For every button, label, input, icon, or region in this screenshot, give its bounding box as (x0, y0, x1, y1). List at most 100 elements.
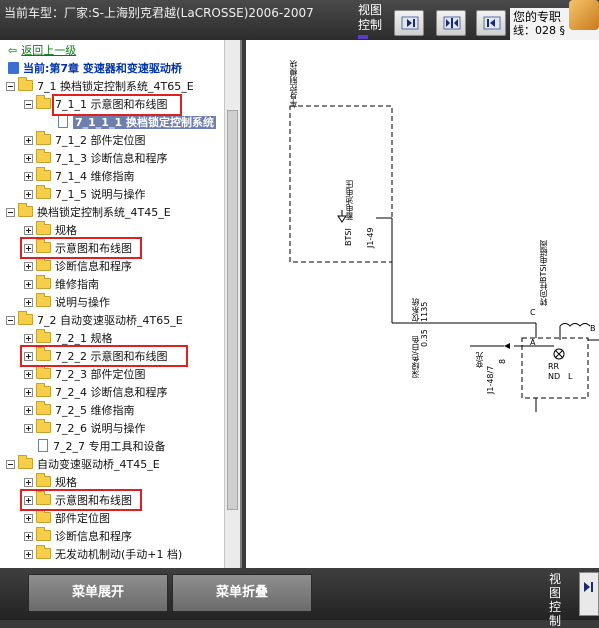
pin-j1-48-label: J1-48/7 (486, 365, 495, 394)
tree-item[interactable]: 自动变速驱动桥_4T45_E (6, 455, 160, 474)
menu-expand-button[interactable]: 菜单展开 (28, 574, 168, 612)
tree-item[interactable]: 7_2_1 规格 (24, 329, 113, 348)
tree-item[interactable]: 示意图和布线图 (24, 239, 132, 258)
tree-item-label: 7_2_6 说明与操作 (55, 422, 146, 435)
tree-item[interactable]: 规格 (24, 473, 77, 492)
expand-icon[interactable] (24, 496, 33, 505)
tree-item[interactable]: 7_2_7 专用工具和设备 (38, 438, 166, 456)
expand-icon[interactable] (24, 298, 33, 307)
pan-right-button[interactable] (394, 10, 424, 36)
collapse-icon[interactable] (6, 460, 15, 469)
expand-icon[interactable] (24, 514, 33, 523)
pin-8-label: 8 (498, 358, 507, 364)
expand-icon[interactable] (24, 550, 33, 559)
folder-icon (36, 293, 51, 307)
menu-collapse-button[interactable]: 菜单折叠 (172, 574, 312, 612)
tree-item-label: 7_1 换档锁定控制系统_4T65_E (37, 80, 194, 93)
collapse-icon[interactable] (24, 100, 33, 109)
expand-icon[interactable] (24, 334, 33, 343)
expand-icon[interactable] (24, 190, 33, 199)
arrow-right-bar-icon (584, 582, 593, 592)
tree-item[interactable]: 7_1_4 维修指南 (24, 167, 135, 186)
tree-item[interactable]: 7_1_1 示意图和布线图 (24, 95, 168, 114)
tree-item-label: 说明与操作 (55, 296, 110, 309)
tree-item[interactable]: 示意图和布线图 (24, 491, 132, 510)
tree-item[interactable]: 换档锁定控制系统_4T45_E (6, 203, 171, 222)
tree-item-label: 换档锁定控制系统_4T45_E (37, 206, 171, 219)
tree-item[interactable]: 维修指南 (24, 275, 99, 294)
tree-item-label: 7_2 自动变速驱动桥_4T65_E (37, 314, 183, 327)
collapse-icon[interactable] (6, 208, 15, 217)
expand-icon[interactable] (24, 532, 33, 541)
expand-icon[interactable] (24, 262, 33, 271)
rr-label: RR (548, 362, 560, 371)
expand-icon[interactable] (24, 406, 33, 415)
expand-icon[interactable] (24, 136, 33, 145)
user-line-1: 您的专职 (513, 10, 562, 24)
expand-icon[interactable] (24, 226, 33, 235)
nav-scrollbar-thumb[interactable] (227, 110, 238, 510)
module-label: 车身控制模块 (289, 60, 298, 108)
folder-icon (18, 311, 33, 325)
nav-scrollbar[interactable] (224, 40, 240, 568)
folder-icon (36, 509, 51, 523)
folder-icon (36, 401, 51, 415)
tree-item[interactable]: 7_1 换档锁定控制系统_4T65_E (6, 77, 194, 96)
view-control-label[interactable]: 视图控制 (358, 3, 386, 39)
tree-item[interactable]: 7_2_3 部件定位图 (24, 365, 146, 384)
tree-item[interactable]: 7_1_2 部件定位图 (24, 131, 146, 150)
tree-item-label: 自动变速驱动桥_4T45_E (37, 458, 160, 471)
expand-icon[interactable] (24, 424, 33, 433)
tree-item[interactable]: 部件定位图 (24, 509, 110, 528)
tree-item[interactable]: 诊断信息和程序 (24, 257, 132, 276)
expand-icon[interactable] (24, 244, 33, 253)
pin-j1-49-label: J1-49 (366, 227, 375, 248)
bottom-view-button[interactable] (579, 572, 599, 616)
tree-item[interactable]: 规格 (24, 221, 77, 240)
folder-icon (18, 455, 33, 469)
tree-item[interactable]: 7_2_5 维修指南 (24, 401, 135, 420)
tree-item[interactable]: 说明与操作 (24, 293, 110, 312)
folder-icon (36, 545, 51, 559)
tree-item-label: 示意图和布线图 (55, 242, 132, 255)
folder-icon (36, 329, 51, 343)
expand-icon[interactable] (24, 280, 33, 289)
tree-item[interactable]: 7_2_6 说明与操作 (24, 419, 146, 438)
back-arrow-icon: ⇦ (8, 44, 18, 57)
arrow-left-bar-icon (483, 16, 501, 30)
folder-icon (36, 239, 51, 253)
tree-item[interactable]: 7_1_3 诊断信息和程序 (24, 149, 168, 168)
expand-icon[interactable] (24, 352, 33, 361)
fit-width-icon (443, 16, 461, 30)
top-bar: 当前车型：厂家:S-上海别克君越(LaCROSSE)2006-2007 视图控制… (0, 0, 599, 40)
expand-icon[interactable] (24, 172, 33, 181)
wiring-diagram-view[interactable]: 车身控制模块 蓄电池电压 BTSI J1-49 深绿色/白色 0.35 1135… (246, 40, 599, 568)
tree-item[interactable]: 诊断信息和程序 (24, 527, 132, 546)
back-link[interactable]: ⇦返回上一级 (8, 42, 76, 58)
tree-item-selected[interactable]: 7_1_1_1 换档锁定控制系统 (58, 114, 216, 132)
collapse-icon[interactable] (6, 82, 15, 91)
fit-width-button[interactable] (436, 10, 466, 36)
folder-icon (36, 419, 51, 433)
view-control-text: 视图控制 (358, 3, 383, 32)
tree-item-label: 7_2_3 部件定位图 (55, 368, 146, 381)
collapse-icon[interactable] (6, 316, 15, 325)
expand-icon[interactable] (24, 388, 33, 397)
bottom-bar: 菜单展开 菜单折叠 视图控制 (0, 568, 599, 628)
tree-item-label: 部件定位图 (55, 512, 110, 525)
tree-item[interactable]: 7_2 自动变速驱动桥_4T65_E (6, 311, 183, 330)
folder-icon (36, 257, 51, 271)
tree-item[interactable]: 7_2_4 诊断信息和程序 (24, 383, 168, 402)
tree-item[interactable]: 无发动机制动(手动+1 档) (24, 545, 182, 564)
tree-item[interactable]: 7_1_5 说明与操作 (24, 185, 146, 204)
expand-icon[interactable] (24, 154, 33, 163)
document-icon (58, 115, 68, 128)
expand-icon[interactable] (24, 370, 33, 379)
user-line-2: 线：028 § (513, 24, 565, 37)
tree-item[interactable]: 7_2_2 示意图和布线图 (24, 347, 168, 366)
folder-icon (36, 347, 51, 361)
expand-icon[interactable] (24, 478, 33, 487)
pan-left-button[interactable] (476, 10, 506, 36)
tree-item-label: 7_1_4 维修指南 (55, 170, 135, 183)
document-icon (38, 439, 48, 452)
